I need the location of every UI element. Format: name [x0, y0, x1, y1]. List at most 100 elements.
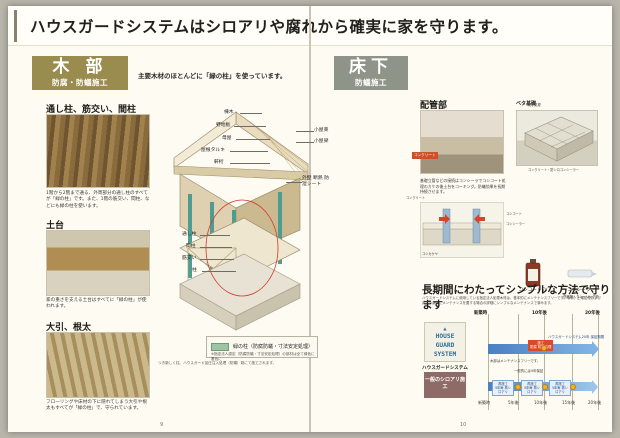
gridline-10y: [544, 314, 545, 410]
page-number-right: 10: [460, 422, 467, 428]
diagram-legend: 緑の柱（防腐防蟻・寸法安定処理） ※指定法人認定（防腐防蟻・寸法安定処理）の部材…: [206, 336, 318, 361]
leader-mabashira: [200, 247, 232, 248]
bar-label-shikou-main: 施工: [537, 341, 545, 345]
house-svg: [173, 111, 309, 331]
anno-sujikai: 筋交い: [182, 256, 197, 261]
photo-caption-dodai: 家の重さを支える土台はすべてに「緑の柱」が使われます。: [46, 298, 147, 310]
tick-bottom-5y: 5年後: [508, 400, 519, 405]
section-tag-title: 木 部: [52, 57, 108, 77]
leader-sujikai: [200, 259, 234, 260]
section-tag-underfloor: 床下 防蟻施工: [334, 56, 408, 90]
page-title: ハウスガードシステムはシロアリや腐れから確実に家を守ります。: [30, 17, 508, 36]
note-general-warranty: 一般的には5年保証: [514, 369, 544, 373]
brochure-spread: ハウスガードシステムはシロアリや腐れから確実に家を守ります。 木 部 防腐・防蟻…: [8, 6, 612, 432]
bar-label-shikou-sub: 防腐 防蟻処理: [530, 345, 551, 350]
caption-piping: 基礎立管などの接続はコンシーラでコシコート処理のカケの後土台をコーキング。防蟻効…: [420, 178, 506, 195]
series-label-house-guard: ハウスガードシステム: [422, 366, 468, 371]
section-tag-wooden-parts: 木 部 防腐・防蟻施工: [32, 56, 128, 90]
page-number-left: 9: [160, 422, 164, 428]
anno-koyazuka: 小屋束: [314, 128, 329, 133]
logo-line-2: GUARD: [435, 342, 455, 349]
bar-label-warranty: ハウスガードシステム20年 保証期間: [548, 335, 605, 339]
legend-swatch: [211, 343, 229, 351]
gridline-15y: [572, 314, 573, 410]
diagram-footnote: つき新しく柱、ハウスガード加圧注入処理（防蟻）剤にて施工されます。: [158, 361, 277, 365]
tick-bottom-20y: 20年後: [588, 400, 602, 405]
tick-top-20y: 20年後: [585, 311, 600, 316]
tick-bottom-10y: 10年後: [534, 400, 548, 405]
tick-bottom-new: 新築時: [478, 400, 490, 405]
anno-moya: 母屋: [222, 136, 232, 141]
photo-label-obiki: 大引、根太: [46, 323, 92, 333]
milestone-dot-g5: [515, 384, 521, 390]
leader-nokigeta: [230, 163, 270, 164]
logo-mark: ▲: [443, 326, 447, 331]
chart-subtitle: ハウスガードシステムに使用している指定法人処理木材は、基本的にメンテナンスフリー…: [422, 296, 601, 305]
caulk-gun-icon: [567, 269, 597, 278]
beta-annotation-2: コンクリート・防シロコンシーラー: [528, 168, 579, 172]
anno-outer-wall: 外壁 断熱 防湿シート: [302, 176, 332, 188]
bar-label-re-3-main: 再施工: [555, 382, 565, 386]
bar-label-re-3: 再施工 5年毎 再シロアリ: [549, 380, 571, 396]
wooden-parts-note: 主要木材のほとんどに「緑の柱」を使っています。: [138, 72, 287, 80]
leader-nojiita: [234, 126, 266, 127]
bar-label-re-2-sub: 5年毎 再シロアリ: [524, 386, 540, 394]
anno-hashira: 柱: [192, 268, 197, 273]
tick-top-new: 新築時: [474, 311, 488, 316]
note-maintenance-free: 木部はメンテナンスフリーです。: [490, 359, 541, 363]
leader-koyazuka: [296, 131, 314, 132]
anno-mabashira: 間柱: [186, 244, 196, 249]
product-name-koshicoat: コシコートEV: [518, 288, 548, 293]
photo-label-dodai: 土台: [46, 221, 65, 231]
photo-piping: [420, 110, 504, 174]
chart-title: 長期間にわたってシンプルな方法で守ります: [422, 284, 611, 311]
bar-label-shikou: 施工 防腐 防蟻処理: [528, 340, 554, 351]
diagram-mat-foundation: [516, 110, 598, 166]
maintenance-timeline-chart: 新築時 10年後 20年後 ▲ HOUSE GUARD SYSTEM ハウスガー…: [422, 310, 604, 412]
gridline-new: [488, 314, 489, 410]
anno-outer-wall-text: 外壁 断熱 防湿シート: [302, 176, 330, 187]
diagram-piping-detail: [420, 202, 504, 258]
leader-munagi: [240, 113, 262, 114]
photo-obiki: [46, 332, 150, 398]
milestone-dot-10y: [541, 345, 547, 351]
series-label-general: 一般のシロアリ施工: [424, 372, 466, 398]
legend-subnote: ※指定法人認定（防腐防蟻・寸法安定処理）の部材は全て緑色に着色に: [211, 352, 315, 361]
house-cutaway-illustration: [158, 98, 318, 333]
piping-label-koshisealer: コシシーラー: [506, 222, 526, 226]
leader-hashira: [202, 271, 236, 272]
piping-label-koshicoat: コシコート: [506, 212, 522, 216]
photo-caption-toshibashira: 1階から2階まで通る、外周部分の通し柱のすべてが「緑の柱」です。また、1階の筋交…: [46, 191, 150, 209]
milestone-dot-g10: [542, 384, 548, 390]
bar-label-re-1: 再施工 5年毎 再シロアリ: [492, 380, 514, 396]
anno-nokigeta: 軒桁: [214, 160, 224, 165]
underfloor-tag-subtitle: 防蟻施工: [355, 78, 387, 87]
anno-toshibashira: 通し柱: [182, 232, 197, 237]
photo-toshibashira: [46, 114, 150, 188]
section-tag-subtitle: 防腐・防蟻施工: [52, 78, 108, 87]
tick-top-10y: 10年後: [532, 311, 547, 316]
beta-annotation-1: 化学処理: [528, 103, 541, 107]
product-sub-koshisealer: 防蟻剤入りシーリング材: [563, 295, 599, 299]
gridline-20y: [598, 314, 599, 410]
leader-outer-wall: [286, 182, 302, 183]
bar-label-re-2-main: 再施工: [527, 382, 537, 386]
gridline-5y: [518, 314, 519, 410]
anno-munagi: 棟木: [224, 110, 234, 115]
product-koshicoat-ev: コシコートEV: [514, 258, 552, 294]
label-mat-foundation: ベタ基礎: [516, 101, 537, 107]
tick-bottom-15y: 15年後: [562, 400, 576, 405]
logo-line-1: HOUSE: [435, 333, 455, 340]
house-guard-logo: ▲ HOUSE GUARD SYSTEM: [424, 322, 466, 362]
series-label-general-text: 一般のシロアリ施工: [424, 377, 465, 390]
photo-caption-obiki: フローリングや床材の下に隠れてしまう大引や根太もすべてが「緑の柱」で、守られてい…: [46, 400, 147, 412]
bar-label-re-1-main: 再施工: [498, 382, 508, 386]
photo-dodai: [46, 230, 150, 296]
piping-label-koshikakeya: コシカケヤ: [422, 252, 438, 256]
bottle-icon: [525, 259, 541, 287]
legend-label: 緑の柱（防腐防蟻・寸法安定処理）: [233, 344, 314, 350]
bar-label-re-1-sub: 5年毎 再シロアリ: [495, 386, 511, 394]
leader-taruki: [230, 151, 268, 152]
page-gutter: [309, 6, 311, 432]
logo-line-3: SYSTEM: [433, 351, 457, 358]
